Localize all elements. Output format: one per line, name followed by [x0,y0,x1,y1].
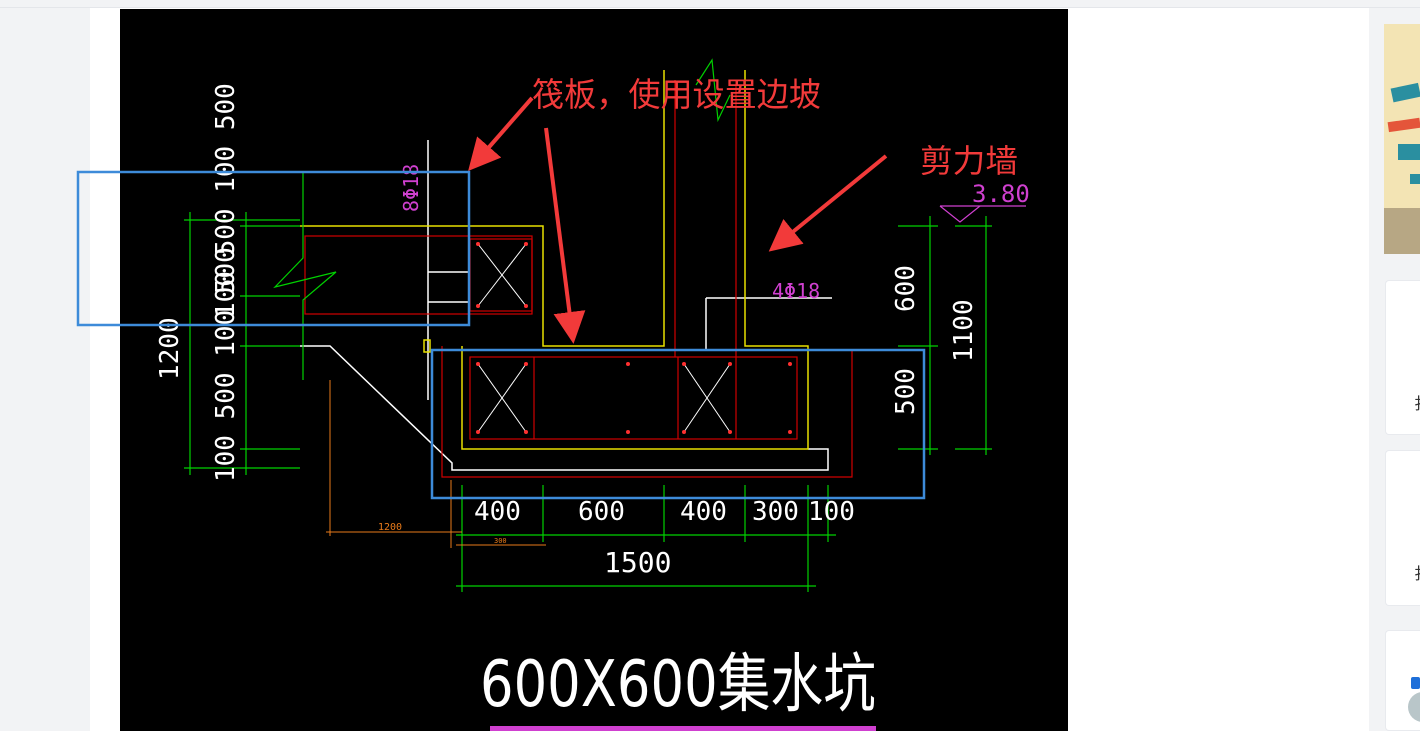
caption-underline [490,726,876,731]
sidebar-card-2-text: 扌 [1414,565,1420,585]
dim-right-600: 600 [891,265,921,312]
sidebar-card-1-text: 扌 [1414,395,1420,415]
dim-bottom-100: 100 [808,497,855,527]
top-divider [0,7,1420,8]
sidebar-card-1[interactable]: 扌 [1385,280,1420,435]
sidebar-thumbnail[interactable] [1384,24,1420,254]
rebar-label-mid: 4Φ18 [772,279,820,303]
elevation-label: 3.80 [972,180,1030,208]
drawing-caption: 600X600集水坑 [480,648,876,722]
dim-right-1100: 1100 [949,299,979,362]
cad-elevation-marker [939,205,1026,223]
dim-orange-small: 300 [494,537,507,545]
sidebar-avatar[interactable] [1405,675,1420,725]
thumbnail-graphic [1387,82,1420,184]
dim-left-top-group: 100 500 100 500 [211,83,241,318]
sidebar-card-2[interactable]: 扌 [1385,450,1420,606]
dim-right-500: 500 [891,368,921,415]
dim-left-total: 1200 [155,317,185,380]
rebar-label-top: 8Φ18 [399,164,423,212]
cad-drawing-image[interactable]: 8Φ18 4Φ18 3.80 1200 100 500 100 500 100 … [120,9,1068,731]
badge-icon [1411,677,1420,689]
avatar-icon [1408,692,1420,722]
dim-bottom-300: 300 [752,497,799,527]
dim-bottom-600: 600 [578,497,625,527]
thumbnail-band [1384,208,1420,254]
cad-cursor-marker [423,339,431,353]
dim-bottom-1500: 1500 [604,546,671,579]
dim-orange-1200: 1200 [378,522,402,533]
dim-bottom-400b: 400 [680,497,727,527]
dim-bottom-400a: 400 [474,497,521,527]
